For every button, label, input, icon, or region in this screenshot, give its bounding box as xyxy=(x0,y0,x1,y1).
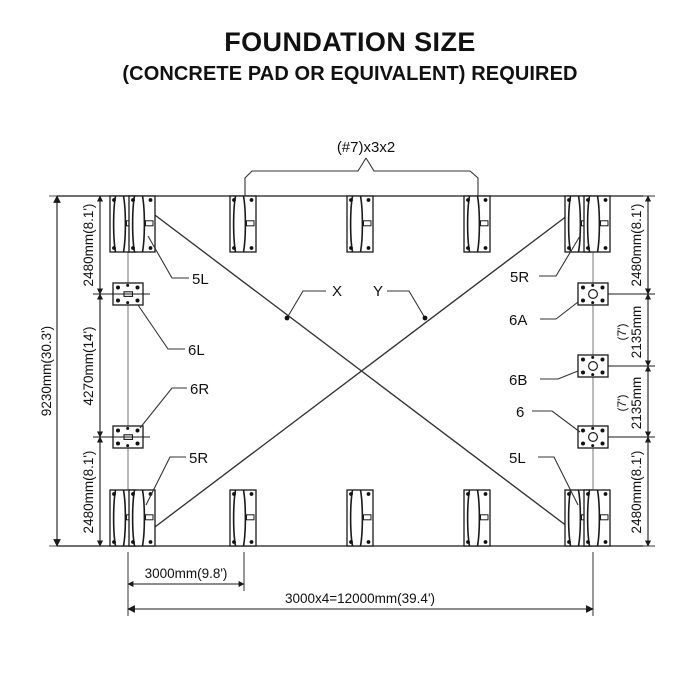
page-subtitle: (CONCRETE PAD OR EQUIVALENT) REQUIRED xyxy=(122,63,578,85)
callout-left-6l: 6L xyxy=(137,304,205,359)
callout-left-6r-label: 6R xyxy=(190,381,209,398)
column-bracket xyxy=(583,195,611,253)
anchor-plate xyxy=(577,425,609,449)
anchor-plate xyxy=(577,354,609,378)
brace-label-y: Y xyxy=(373,283,428,321)
callout-right-5r-label: 5R xyxy=(510,269,529,286)
callout-right-5r: 5R xyxy=(510,235,581,286)
column-bracket xyxy=(229,489,257,547)
column-bracket xyxy=(463,489,491,547)
brace-x-label: X xyxy=(332,283,342,300)
top-bracket-note-label: (#7)x3x2 xyxy=(337,139,395,156)
page-title: FOUNDATION SIZE xyxy=(224,27,476,57)
brace-y-label: Y xyxy=(373,283,383,300)
left-dimension-chain: 2480mm(8.1') 4270mm(14') 2480mm(8.1') xyxy=(81,195,150,547)
right-dimension-chain: 2480mm(8.1') 2135mm (7') 2135mm (7') 248… xyxy=(608,195,655,547)
left-segment-3-label: 2480mm(8.1') xyxy=(81,451,96,534)
callout-right-6: 6 xyxy=(516,404,581,433)
right-segment-4-label: 2480mm(8.1') xyxy=(629,451,644,534)
callout-right-6a-label: 6A xyxy=(509,312,527,329)
callout-right-6-label: 6 xyxy=(516,404,524,421)
callout-left-5l-label: 5L xyxy=(192,271,209,288)
callout-right-6b-label: 6B xyxy=(509,372,527,389)
bottom-dimension-overall: 3000x4=12000mm(39.4') xyxy=(127,552,594,616)
callout-right-6a: 6A xyxy=(509,301,579,329)
column-bracket xyxy=(463,195,491,253)
callout-right-5l-label: 5L xyxy=(509,450,526,467)
left-dimension-overall: 9230mm(30.3') xyxy=(39,195,100,547)
anchor-plate xyxy=(577,282,609,306)
right-segment-2-alt: (7') xyxy=(615,324,629,341)
column-bracket xyxy=(346,489,374,547)
column-bracket xyxy=(229,195,257,253)
column-bracket xyxy=(128,195,156,253)
right-segment-1-label: 2480mm(8.1') xyxy=(629,204,644,287)
top-bracket-row xyxy=(109,195,611,253)
bottom-overall-dimension-label: 3000x4=12000mm(39.4') xyxy=(285,591,435,606)
callout-left-5r-label: 5R xyxy=(189,450,208,467)
callout-left-6l-label: 6L xyxy=(188,342,205,359)
left-overall-dimension-label: 9230mm(30.3') xyxy=(39,326,54,416)
callout-left-5l: 5L xyxy=(147,235,209,288)
left-segment-1-label: 2480mm(8.1') xyxy=(81,204,96,287)
brace-label-x: X xyxy=(284,283,342,321)
callout-right-6b: 6B xyxy=(509,370,579,389)
drawing-title-block: FOUNDATION SIZE (CONCRETE PAD OR EQUIVAL… xyxy=(0,26,700,87)
bottom-dimension-bay: 3000mm(9.8') xyxy=(127,552,245,591)
column-bracket xyxy=(346,195,374,253)
callout-left-6r: 6R xyxy=(139,381,209,429)
diagonal-braces xyxy=(134,199,589,543)
top-note-callout: (#7)x3x2 xyxy=(244,139,479,196)
right-segment-3-value: 2135mm xyxy=(629,377,644,430)
column-bracket xyxy=(583,489,611,547)
callout-right-5l: 5L xyxy=(509,450,579,506)
column-bracket xyxy=(128,489,156,547)
bottom-bay-dimension-label: 3000mm(9.8') xyxy=(145,566,228,581)
right-segment-2-value: 2135mm xyxy=(629,306,644,359)
callout-left-5r: 5R xyxy=(145,450,208,506)
right-segment-3-alt: (7') xyxy=(615,395,629,412)
bottom-bracket-row xyxy=(109,489,611,547)
left-segment-2-label: 4270mm(14') xyxy=(81,326,96,405)
